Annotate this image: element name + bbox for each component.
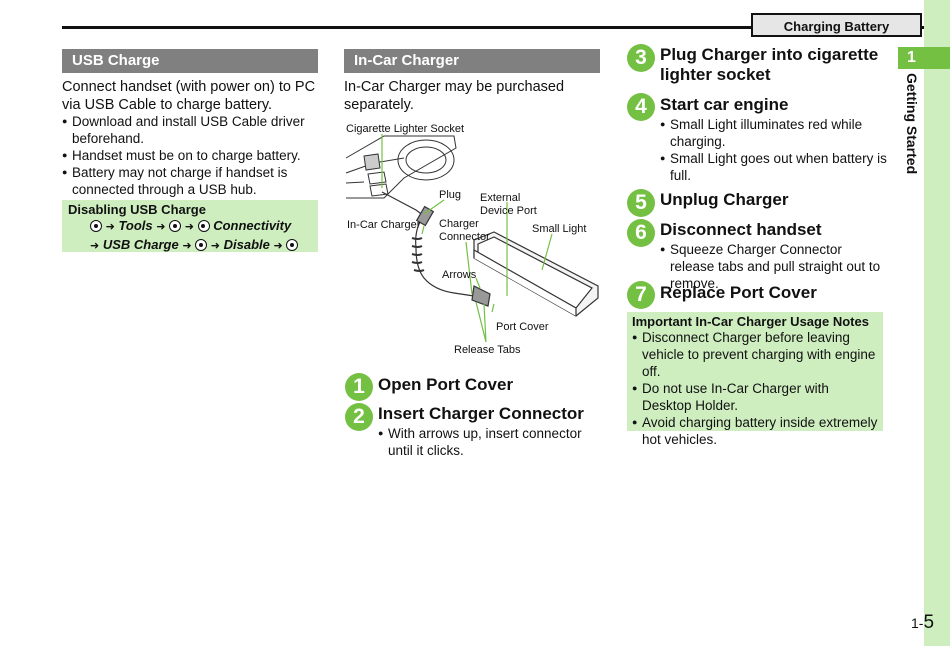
center-key-icon xyxy=(169,220,182,232)
center-key-icon xyxy=(286,239,299,251)
section-tab: Charging Battery xyxy=(751,13,922,37)
nav-tools: Tools xyxy=(118,218,153,233)
list-item: With arrows up, insert connector until i… xyxy=(378,425,602,459)
step-3-title-line2: lighter socket xyxy=(660,65,771,84)
arrow-right-icon: ➜ xyxy=(90,240,100,252)
chapter-sidebar xyxy=(924,0,950,646)
header-rule xyxy=(62,26,924,29)
step-1-title: Open Port Cover xyxy=(378,375,514,394)
list-item: Handset must be on to charge battery. xyxy=(62,147,320,164)
step-7-number: 7 xyxy=(627,281,655,309)
label-small-light: Small Light xyxy=(532,223,586,235)
step-5-number: 5 xyxy=(627,189,655,217)
arrow-right-icon: ➜ xyxy=(182,240,192,252)
disable-usb-box: Disabling USB Charge ➜ Tools ➜ ➜ Connect… xyxy=(62,200,318,252)
step-3-title-line1: Plug Charger into cigarette xyxy=(660,45,879,64)
page-number: 1-5 xyxy=(911,612,934,634)
usb-intro: Connect handset (with power on) to PC vi… xyxy=(62,79,316,113)
step-2-bullets: With arrows up, insert connector until i… xyxy=(378,425,602,459)
step-3-title: Plug Charger into cigarette lighter sock… xyxy=(660,45,878,85)
label-plug: Plug xyxy=(439,189,461,201)
in-car-heading: In-Car Charger xyxy=(344,49,600,73)
step-6-bullets: Squeeze Charger Connector release tabs a… xyxy=(660,241,888,292)
charger-cable-illustration xyxy=(381,191,491,307)
list-item: Do not use In-Car Charger with Desktop H… xyxy=(632,380,878,414)
usb-bullets: Download and install USB Cable driver be… xyxy=(62,113,320,198)
in-car-intro: In-Car Charger may be purchased separate… xyxy=(344,79,565,113)
label-port-cover: Port Cover xyxy=(496,321,549,333)
list-item: Disconnect Charger before leaving vehicl… xyxy=(632,329,878,380)
center-key-icon xyxy=(195,239,208,251)
arrow-right-icon: ➜ xyxy=(105,221,115,233)
arrow-right-icon: ➜ xyxy=(184,221,194,233)
step-4-bullets: Small Light illuminates red while chargi… xyxy=(660,116,888,184)
step-4-title: Start car engine xyxy=(660,95,789,114)
step-7-title: Replace Port Cover xyxy=(660,283,817,302)
center-key-icon xyxy=(90,220,102,232)
nav-line-1: ➜ Tools ➜ ➜ Connectivity xyxy=(68,217,312,236)
arrow-right-icon: ➜ xyxy=(156,221,166,233)
label-device-port: Device Port xyxy=(480,205,537,217)
charger-diagram: Cigarette Lighter Socket Plug External D… xyxy=(345,123,599,356)
page-prefix: 1- xyxy=(911,615,924,631)
dashboard-illustration xyxy=(345,135,457,199)
step-4-number: 4 xyxy=(627,93,655,121)
arrow-right-icon: ➜ xyxy=(273,240,283,252)
label-connector: Connector xyxy=(439,231,490,243)
list-item: Avoid charging battery inside extremely … xyxy=(632,414,878,448)
leader-lines xyxy=(381,134,553,343)
handset-illustration xyxy=(473,231,599,317)
step-5-title: Unplug Charger xyxy=(660,190,789,209)
chapter-label: Getting Started xyxy=(904,73,920,175)
nav-usb-charge: USB Charge xyxy=(102,237,179,252)
step-6-title: Disconnect handset xyxy=(660,220,822,239)
nav-line-2: ➜ USB Charge ➜ ➜ Disable ➜ xyxy=(68,236,312,255)
step-3-number: 3 xyxy=(627,44,655,72)
usage-notes-box: Important In-Car Charger Usage Notes Dis… xyxy=(627,312,883,447)
label-arrows: Arrows xyxy=(442,269,477,281)
usb-charge-heading: USB Charge xyxy=(62,49,318,73)
step-2-title: Insert Charger Connector xyxy=(378,404,584,423)
chapter-number: 1 xyxy=(898,47,950,69)
list-item: Small Light goes out when battery is ful… xyxy=(660,150,888,184)
list-item: Download and install USB Cable driver be… xyxy=(62,113,320,147)
list-item: Small Light illuminates red while chargi… xyxy=(660,116,888,150)
disable-usb-title: Disabling USB Charge xyxy=(68,202,206,217)
step-2-number: 2 xyxy=(345,403,373,431)
usage-notes-title: Important In-Car Charger Usage Notes xyxy=(632,314,869,329)
label-external: External xyxy=(480,192,520,204)
step-6-number: 6 xyxy=(627,219,655,247)
list-item: Squeeze Charger Connector release tabs a… xyxy=(660,241,888,292)
nav-key-icon xyxy=(197,220,210,232)
page-num: 5 xyxy=(923,612,935,633)
label-release-tabs: Release Tabs xyxy=(454,344,521,356)
usage-notes-bullets: Disconnect Charger before leaving vehicl… xyxy=(632,329,878,448)
nav-disable: Disable xyxy=(223,237,270,252)
list-item: Battery may not charge if handset is con… xyxy=(62,164,320,198)
label-in-car-charger: In-Car Charger xyxy=(347,219,421,231)
label-cigarette-socket: Cigarette Lighter Socket xyxy=(346,123,464,135)
label-charger: Charger xyxy=(439,218,479,230)
step-1-number: 1 xyxy=(345,373,373,401)
arrow-right-icon: ➜ xyxy=(210,240,221,252)
nav-connectivity: Connectivity xyxy=(213,218,292,233)
